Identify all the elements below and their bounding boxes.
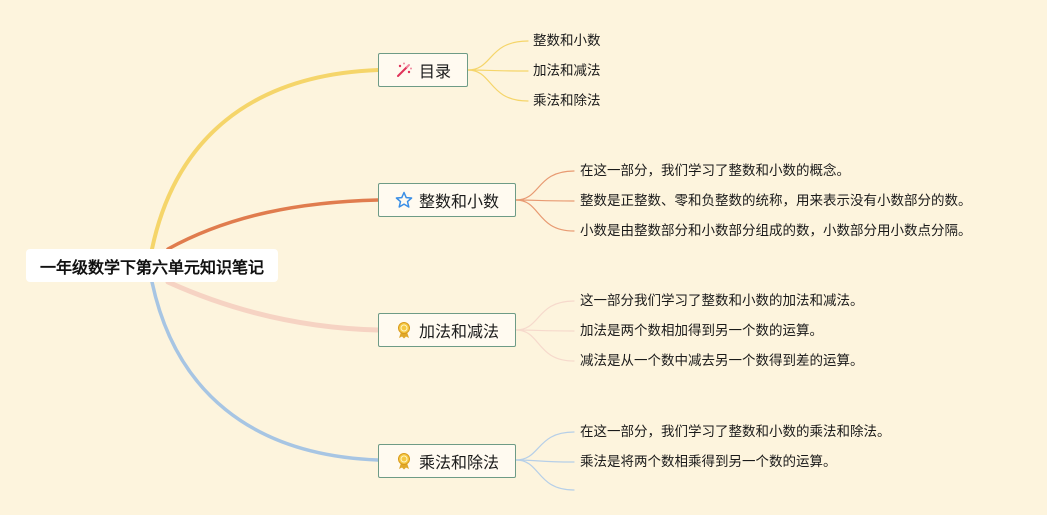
leaf-text[interactable]: 这一部分我们学习了整数和小数的加法和减法。	[580, 293, 864, 309]
main-branch-line	[150, 280, 380, 462]
sub-branch-line	[515, 199, 575, 232]
sub-branch-line	[515, 170, 575, 201]
branch-addition-subtraction[interactable]: 加法和减法	[378, 313, 516, 347]
branch-label: 整数和小数	[418, 192, 499, 211]
branch-integers-decimals[interactable]: 整数和小数	[378, 183, 516, 217]
root-topic[interactable]: 一年级数学下第六单元知识笔记	[26, 249, 278, 282]
leaf-text[interactable]: 乘法和除法	[533, 93, 601, 109]
sub-branch-line	[515, 459, 575, 491]
main-branch-line	[150, 68, 380, 251]
sub-branch-line	[467, 69, 529, 102]
root-topic-label: 一年级数学下第六单元知识笔记	[39, 257, 264, 277]
sub-branch-line	[515, 300, 575, 331]
branch-label: 目录	[418, 62, 451, 81]
sub-branch-line	[467, 69, 529, 72]
sub-branch-line	[515, 199, 575, 202]
sub-branch-line	[515, 459, 575, 463]
branch-label: 乘法和除法	[418, 453, 499, 472]
leaf-text[interactable]: 在这一部分，我们学习了整数和小数的概念。	[580, 163, 850, 179]
leaf-text[interactable]: 减法是从一个数中减去另一个数得到差的运算。	[580, 353, 864, 369]
branch-table-of-contents[interactable]: 目录	[378, 53, 468, 87]
leaf-text[interactable]: 在这一部分，我们学习了整数和小数的乘法和除法。	[580, 424, 891, 440]
medal-icon	[395, 321, 413, 339]
main-branch-line	[165, 279, 381, 333]
magic-wand-icon	[395, 61, 413, 79]
leaf-text[interactable]: 小数是由整数部分和小数部分组成的数，小数部分用小数点分隔。	[580, 223, 972, 239]
branch-multiplication-division[interactable]: 乘法和除法	[378, 444, 516, 478]
leaf-text[interactable]: 整数是正整数、零和负整数的统称，用来表示没有小数部分的数。	[580, 193, 972, 209]
sub-branch-line	[515, 329, 575, 332]
leaf-text[interactable]: 整数和小数	[533, 33, 601, 49]
leaf-text[interactable]: 加法和减法	[533, 63, 601, 79]
main-branch-line	[166, 198, 380, 251]
sub-branch-line	[467, 40, 529, 71]
leaf-text[interactable]: 加法是两个数相加得到另一个数的运算。	[580, 323, 823, 339]
sub-branch-line	[515, 431, 575, 461]
star-icon	[395, 191, 413, 209]
sub-branch-line	[515, 329, 575, 362]
branch-label: 加法和减法	[418, 322, 499, 341]
medal-icon	[395, 452, 413, 470]
leaf-text[interactable]: 乘法是将两个数相乘得到另一个数的运算。	[580, 454, 837, 470]
